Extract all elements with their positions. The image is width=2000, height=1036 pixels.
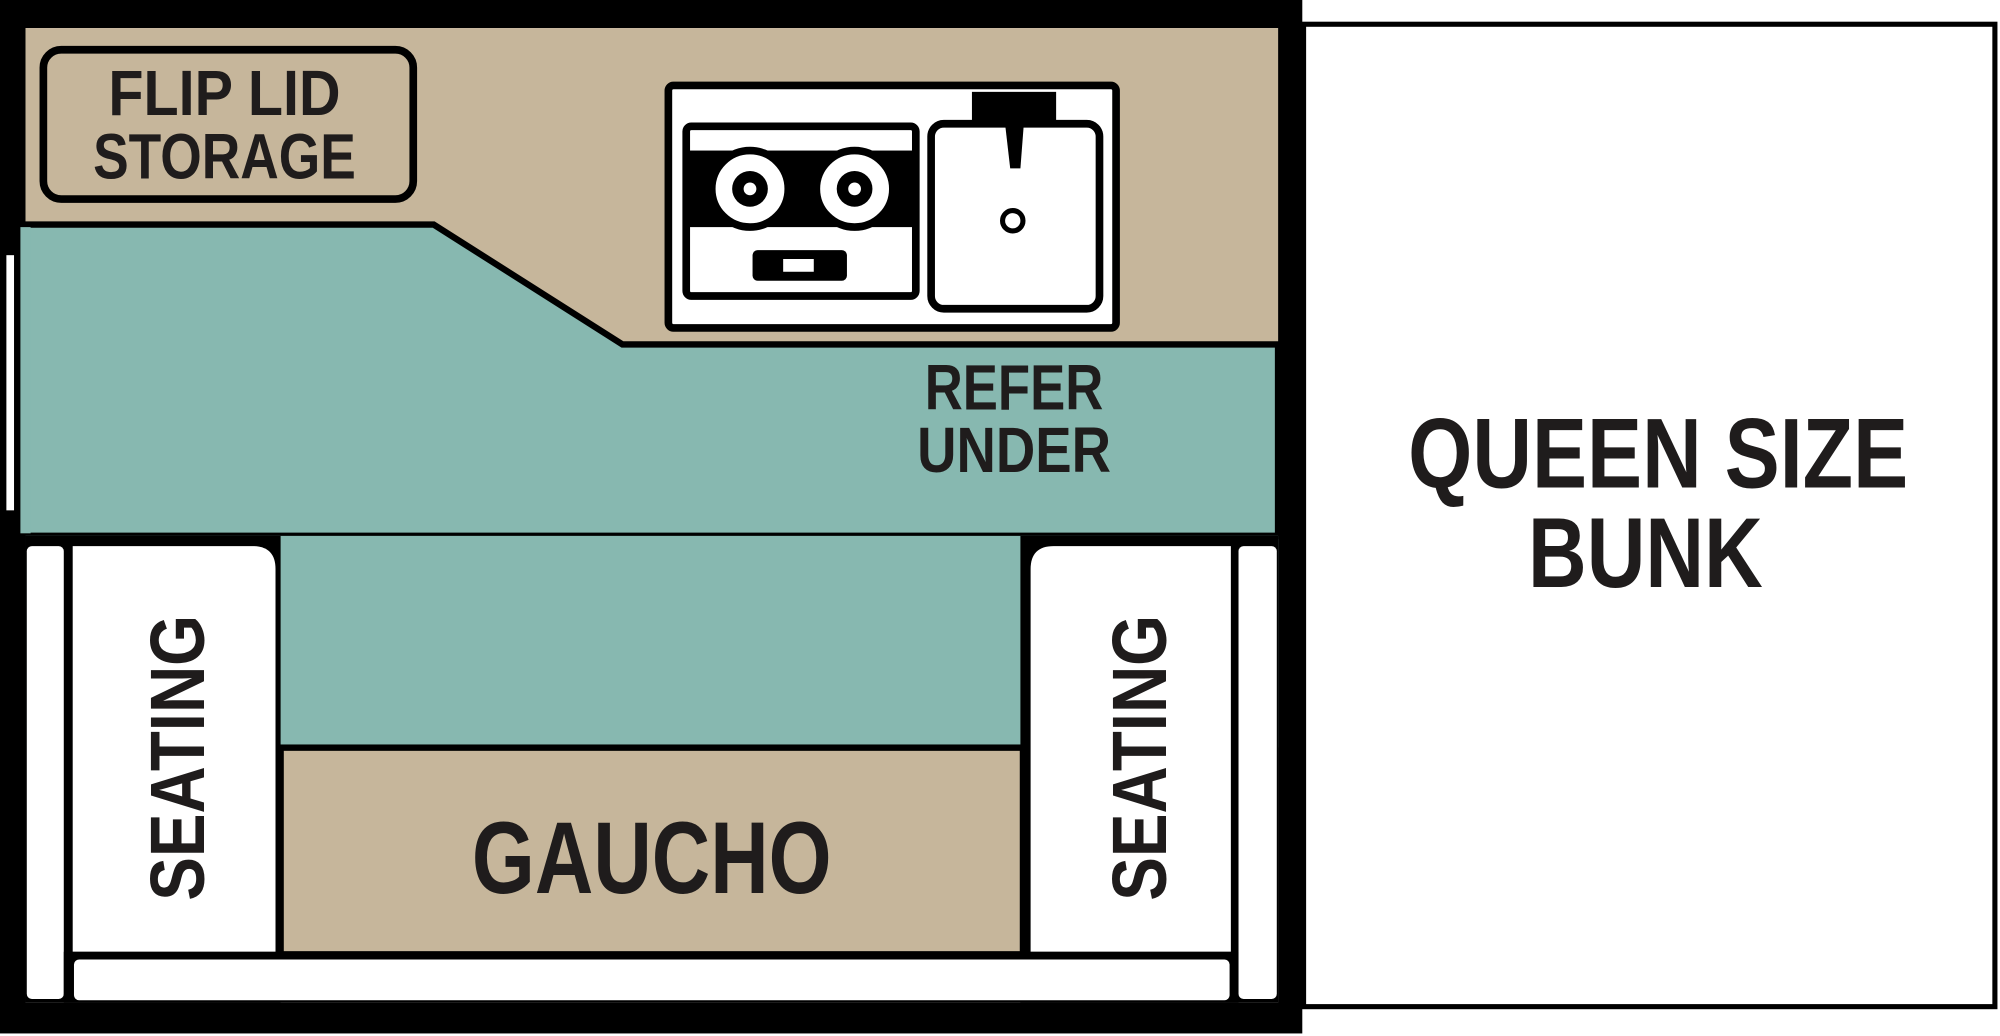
flip-lid-label-line1: FLIP LID bbox=[108, 57, 340, 129]
stove-icon bbox=[682, 122, 920, 300]
rear-bench-strip bbox=[73, 959, 1230, 1001]
flip-lid-label-line2: STORAGE bbox=[93, 121, 356, 193]
seating-left-label: SEATING bbox=[136, 615, 221, 901]
gaucho bbox=[277, 744, 1027, 958]
bunk-label-line1: QUEEN SIZE bbox=[1408, 398, 1908, 509]
refer-label-line1: REFER bbox=[925, 352, 1104, 424]
queen-bunk bbox=[1301, 21, 1998, 1010]
left-wall-strip bbox=[26, 546, 64, 999]
seating-left bbox=[72, 546, 276, 952]
right-wall-strip bbox=[1238, 546, 1277, 999]
sink-icon bbox=[927, 91, 1104, 313]
seating-right-label: SEATING bbox=[1098, 615, 1183, 901]
gaucho-label: GAUCHO bbox=[472, 801, 832, 915]
refer-label-line2: UNDER bbox=[917, 414, 1111, 486]
seating-right bbox=[1030, 546, 1231, 952]
bunk-label-line2: BUNK bbox=[1528, 498, 1763, 609]
door-line bbox=[6, 255, 15, 511]
flip-lid-storage bbox=[39, 45, 418, 203]
